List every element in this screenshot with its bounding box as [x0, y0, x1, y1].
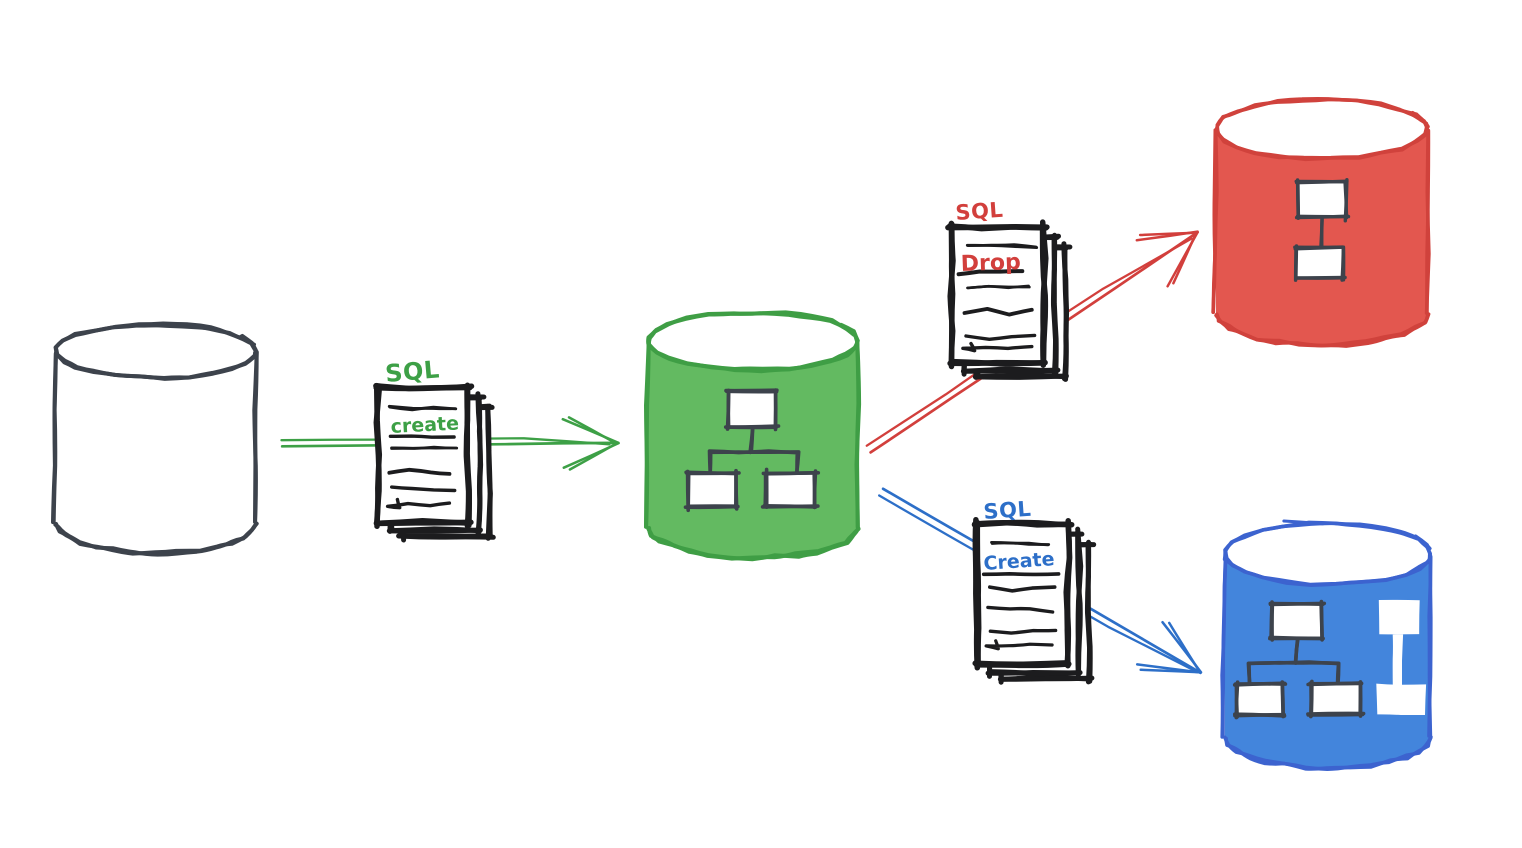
- created-database-cylinder: [1220, 519, 1433, 771]
- create-sql-word: create: [390, 412, 459, 438]
- drop-sql-document: SQL Drop: [945, 198, 1073, 382]
- create2-sql-document-pages: [971, 516, 1097, 685]
- drop-sql-badge: SQL: [955, 198, 1004, 225]
- schema-database-cylinder: [644, 310, 862, 562]
- drop-sql-word: Drop: [960, 250, 1021, 277]
- create-sql-document-pages: [373, 382, 496, 543]
- create-sql-badge: SQL: [384, 355, 441, 388]
- create-sql-document: SQL create: [373, 355, 496, 543]
- dropped-database-cylinder: [1211, 96, 1431, 348]
- create2-sql-document: SQL Create: [971, 497, 1097, 685]
- create2-sql-badge: SQL: [983, 497, 1032, 524]
- source-database-cylinder: [51, 321, 259, 557]
- drop-sql-document-pages: [945, 219, 1073, 382]
- create2-sql-word: Create: [983, 548, 1055, 575]
